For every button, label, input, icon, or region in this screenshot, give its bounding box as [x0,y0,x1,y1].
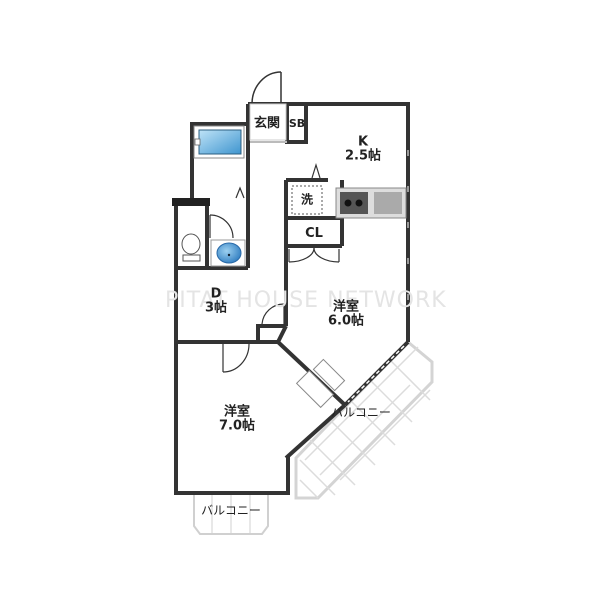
wc-header-wall [172,198,210,206]
bath-door[interactable] [235,186,245,199]
kitchen-size: 2.5帖 [344,149,382,164]
room6-name: 洋室 [332,299,359,315]
entrance-door[interactable] [251,71,282,105]
washer-label: 洗 [300,192,314,207]
room6-label: 洋室 6.0帖 [327,299,365,330]
kitchen-door[interactable] [311,162,321,179]
bathtub [193,125,245,159]
kitchen-counter [335,187,407,219]
kitchen-label: K 2.5帖 [344,134,382,165]
dining-label: D 3帖 [204,286,228,317]
wc-door[interactable] [209,214,234,239]
dining-size: 3帖 [204,301,228,316]
balcony-bottom-label: バルコニー [201,503,261,518]
watermark: PITAT HOUSE NETWORK [165,288,447,313]
room6-size: 6.0帖 [327,314,365,329]
kitchen-name: K [357,134,369,150]
room7-name: 洋室 [223,404,250,420]
closet-doors[interactable] [288,247,340,263]
dining-name: D [210,286,222,302]
entrance-label: 玄関 [253,115,281,131]
shoe-box-label: SB [288,116,306,130]
room7-size: 7.0帖 [218,419,256,434]
room6-balcony-window [347,345,405,403]
washing-machine-space [291,185,323,215]
balcony-diagonal [294,339,434,500]
closet-label: CL [305,225,323,241]
sliding-door[interactable] [295,358,346,409]
washbasin [210,239,246,267]
entrance-floor [249,103,287,141]
room7-door[interactable] [222,343,250,373]
room7-label: 洋室 7.0帖 [218,404,256,435]
balcony-diagonal-label: バルコニー [331,405,391,420]
walls [174,102,410,495]
toilet [181,233,201,262]
room6-door[interactable] [261,303,285,326]
